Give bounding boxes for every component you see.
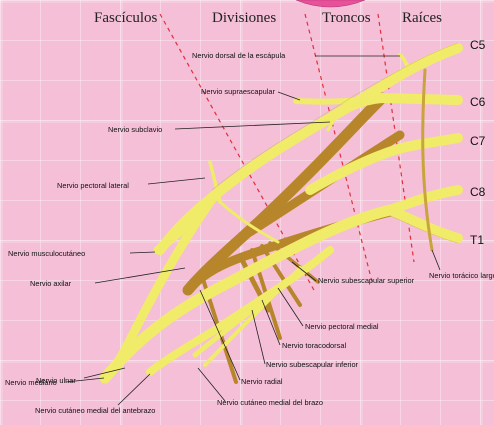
root-label-c8: C8 [470, 185, 485, 199]
label-supraescapular: Nervio supraescapular [201, 87, 275, 96]
label-dorsal-escapula: Nervio dorsal de la escápula [192, 51, 285, 60]
header-raices: Raíces [402, 10, 442, 27]
label-subescapular-superior: Nervio subescapular superior [318, 276, 414, 285]
label-subclavio: Nervio subclavio [108, 125, 162, 134]
label-pectoral-lateral: Nervio pectoral lateral [57, 181, 129, 190]
header-troncos: Troncos [322, 10, 371, 27]
label-axilar: Nervio axilar [30, 279, 71, 288]
label-cutaneo-medial-brazo: Nervio cutáneo medial del brazo [217, 398, 323, 407]
label-cutaneo-medial-antebrazo: Nervio cutáneo medial del antebrazo [35, 406, 155, 415]
root-label-c6: C6 [470, 95, 485, 109]
root-label-c5: C5 [470, 38, 485, 52]
top-ribbon [296, 0, 365, 7]
label-toracico-largo: Nervio torácico largo [429, 271, 494, 280]
header-divisiones: Divisiones [212, 10, 276, 27]
label-ulnar: Nervio ulnar [36, 376, 76, 385]
label-subescapular-inferior: Nervio subescapular inferior [266, 360, 358, 369]
root-label-c7: C7 [470, 134, 485, 148]
label-radial: Nervio radial [241, 377, 283, 386]
label-pectoral-medial: Nervio pectoral medial [305, 322, 379, 331]
label-musculocutaneo: Nervio musculocutáneo [8, 249, 85, 258]
label-toracodorsal: Nervio toracodorsal [282, 341, 346, 350]
header-fasciculos: Fascículos [94, 10, 157, 27]
root-label-t1: T1 [470, 233, 484, 247]
